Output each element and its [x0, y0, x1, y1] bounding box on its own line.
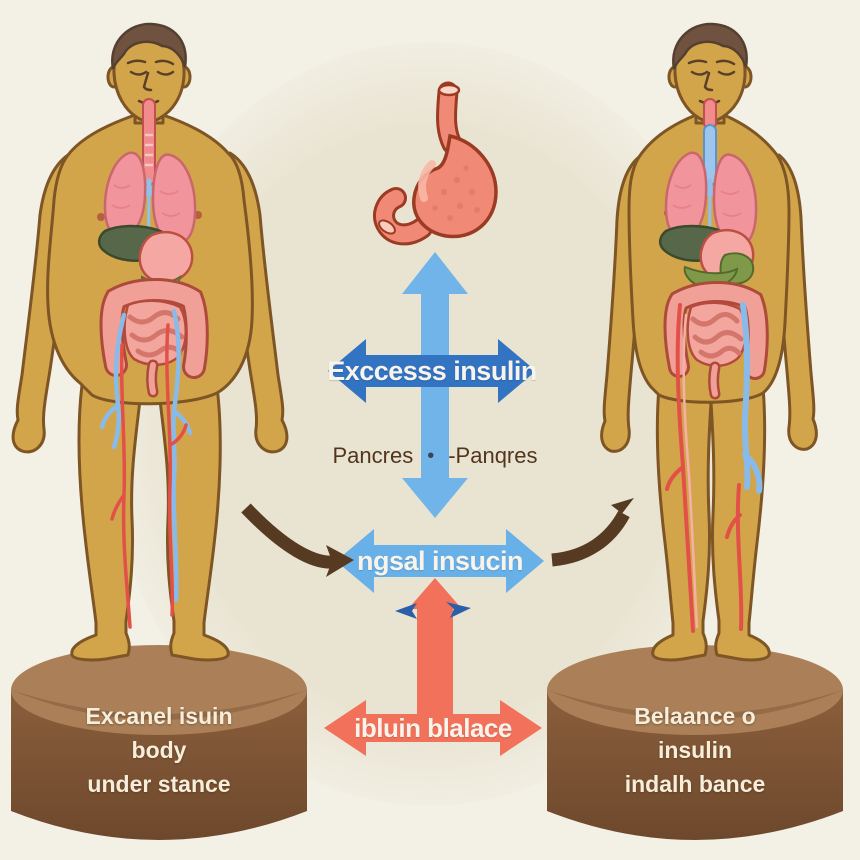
nose: [142, 71, 153, 92]
pedestal-left-line2: body: [131, 737, 187, 763]
pedestal-right-line2: insulin: [657, 737, 733, 763]
pedestal-right: Belaance o insulin indalh bance: [544, 643, 846, 860]
pedestal-right-line3: indalh bance: [624, 771, 766, 797]
vessel-red-left-leg: [110, 343, 132, 629]
rectum-inner: [710, 364, 718, 397]
left-eyebrow: [687, 59, 708, 65]
dot-icon: •: [427, 444, 435, 467]
stomach-highlight: [418, 160, 436, 202]
large-intestine: [102, 281, 206, 376]
right-eyebrow: [154, 59, 175, 66]
figure-lean-man: [600, 22, 818, 662]
pedestal-left-line1: Excanel isuin: [85, 703, 233, 729]
lung-texture: [672, 184, 742, 217]
duodenum-opening: [378, 219, 396, 235]
stomach-organ: [138, 230, 194, 284]
lung-texture: [111, 184, 181, 217]
right-leg: [709, 385, 771, 662]
vessel-red-left-leg: [665, 303, 695, 633]
red-band: [408, 578, 462, 722]
left-nipple: [97, 213, 105, 221]
vessel-blue-right-leg: [740, 302, 763, 494]
esophagus-opening: [437, 83, 461, 97]
pedestal-left-shape: [11, 645, 307, 840]
right-eye-closed: [156, 70, 175, 76]
vessel-red-right-leg: [725, 483, 744, 631]
pedestal-left-caption: Excanel isuin body under stance: [8, 699, 310, 801]
double-arrow-shape: [328, 339, 536, 403]
left-eye-closed: [690, 70, 709, 76]
vessel-red-right-leg: [165, 323, 188, 617]
right-eye-closed: [717, 70, 736, 76]
pancreas-caption: Pancres • -Panqres: [312, 440, 558, 472]
stomach-body: [412, 133, 498, 239]
insulin-balance-arrow: [324, 700, 542, 756]
rectum-inner: [148, 362, 156, 395]
vessel-pink-left-leg: [682, 313, 699, 629]
stomach-illustration: [373, 81, 498, 246]
pedestal-right-shape: [547, 645, 843, 840]
left-eyebrow: [126, 59, 147, 65]
pedestal-left-line3: under stance: [87, 771, 231, 797]
exchange-arrows: [395, 602, 471, 619]
vessel-blue-left-leg: [99, 312, 127, 450]
left-eye-closed: [129, 70, 148, 76]
pedestal-right-caption: Belaance o insulin indalh bance: [544, 699, 846, 801]
hair: [111, 22, 187, 70]
intestine-coils: [690, 312, 744, 359]
nose: [703, 71, 714, 92]
pedestal-right-line1: Belaance o: [634, 703, 756, 729]
excess-insulin-arrow: [328, 339, 536, 403]
large-intestine: [666, 284, 766, 377]
small-left-arrow-icon: [395, 603, 417, 619]
pedestal-left: Excanel isuin body under stance: [8, 643, 310, 860]
figure-overweight-man: [11, 22, 289, 662]
small-right-arrow-icon: [446, 602, 471, 618]
pancreas-right-label: -Panqres: [448, 443, 538, 468]
hair: [672, 22, 748, 70]
right-eyebrow: [715, 59, 736, 66]
vessel-blue-right-leg: [171, 308, 193, 603]
pancreas-left-label: Pancres: [332, 443, 414, 468]
trachea-ring: [145, 133, 153, 167]
normal-insulin-arrow: [336, 529, 544, 593]
left-leg: [651, 385, 713, 662]
double-arrow-shape: [324, 700, 542, 756]
double-arrow-shape: [336, 529, 544, 593]
intestine-coils: [127, 310, 185, 358]
imbalance-band: [408, 578, 462, 722]
